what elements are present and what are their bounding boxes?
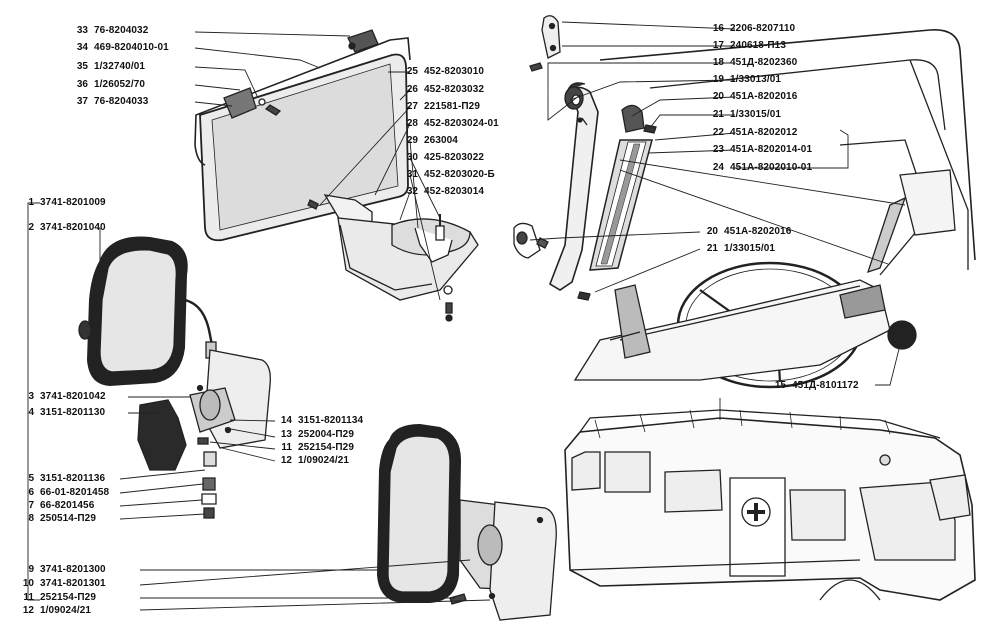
leader-lines [27,21,906,611]
handhold-bracket [307,194,479,322]
mirror-lower [376,423,557,621]
coat-hook [529,15,561,72]
grab-handle [513,82,599,291]
sun-visor [194,29,411,242]
cab-interior [573,29,976,389]
van-body [564,409,976,601]
mirror-upper [78,236,271,519]
